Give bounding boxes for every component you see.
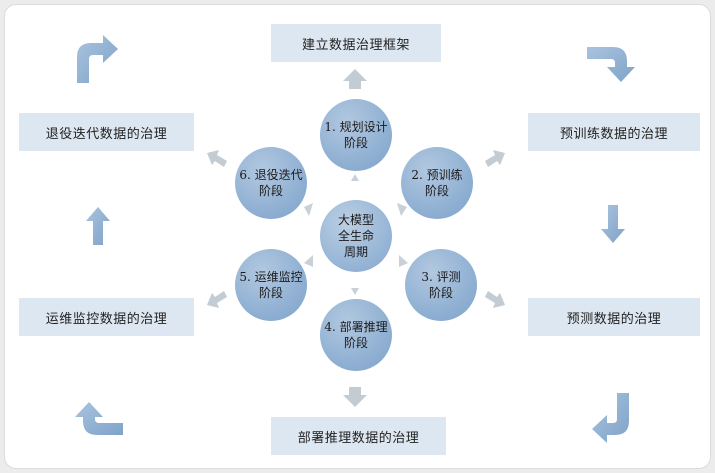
arrow-down-left-icon (207, 291, 227, 308)
arrow-up-right-icon (485, 150, 505, 167)
outcome-box-framework: 建立数据治理框架 (271, 24, 441, 62)
diagram-frame: 建立数据治理框架 预训练数据的治理 预测数据的治理 部署推理数据的治理 运维监控… (4, 4, 711, 469)
curved-arrow-icon (587, 47, 635, 82)
cycle-arrows (75, 35, 635, 443)
stage-circle-evaluation: 3. 评测 阶段 (405, 249, 477, 321)
arrow-down-icon (601, 205, 625, 243)
stage-title: 3. 评测 (421, 269, 461, 284)
outcome-label: 预测数据的治理 (566, 311, 662, 327)
outcome-box-operations: 运维监控数据的治理 (19, 298, 194, 336)
stage-subtitle: 阶段 (428, 286, 453, 300)
outcome-box-pretraining: 预训练数据的治理 (528, 113, 700, 151)
outcome-label: 建立数据治理框架 (301, 37, 410, 53)
outcome-label: 部署推理数据的治理 (297, 430, 420, 446)
curved-arrow-icon (77, 35, 118, 83)
outcome-box-retirement: 退役迭代数据的治理 (19, 113, 194, 151)
stage-title: 2. 预训练 (411, 167, 463, 182)
small-arrow-icon (304, 255, 313, 267)
stage-subtitle: 阶段 (424, 184, 449, 198)
stage-title: 6. 退役迭代 (239, 167, 303, 182)
small-arrow-icon (304, 203, 313, 216)
stage-circle-operations: 5. 运维监控 阶段 (235, 249, 307, 321)
curved-arrow-icon (75, 402, 123, 435)
outcome-label: 预训练数据的治理 (559, 126, 668, 142)
outcome-box-deployment: 部署推理数据的治理 (271, 417, 446, 455)
stage-circle-retirement: 6. 退役迭代 阶段 (235, 147, 307, 219)
stage-subtitle: 阶段 (343, 336, 368, 350)
small-arrow-icon (351, 288, 359, 295)
center-arrows (304, 174, 408, 295)
stage-circle-planning: 1. 规划设计 阶段 (320, 99, 392, 171)
arrow-up-left-icon (207, 150, 227, 167)
arrow-down-icon (343, 387, 367, 407)
stage-title: 5. 运维监控 (239, 269, 303, 284)
small-arrow-icon (351, 174, 359, 181)
outcome-box-prediction: 预测数据的治理 (528, 298, 700, 336)
center-label: 大模型 (337, 212, 374, 227)
stage-circle-pretraining: 2. 预训练 阶段 (401, 147, 473, 219)
stage-subtitle: 阶段 (258, 286, 283, 300)
arrows-layer (75, 35, 635, 443)
stage-circle-deployment: 4. 部署推理 阶段 (320, 299, 392, 371)
outward-arrows (207, 69, 505, 407)
arrow-up-icon (86, 207, 110, 245)
stage-title: 1. 规划设计 (324, 119, 388, 134)
arrow-down-right-icon (485, 291, 505, 308)
stage-subtitle: 阶段 (258, 184, 283, 198)
small-arrow-icon (397, 203, 407, 216)
center-circle-lifecycle: 大模型 全生命 周期 (320, 200, 392, 272)
stage-subtitle: 阶段 (343, 136, 368, 150)
center-label: 全生命 (337, 228, 374, 243)
stage-title: 4. 部署推理 (324, 319, 388, 334)
outcome-label: 运维监控数据的治理 (45, 311, 168, 327)
outcome-label: 退役迭代数据的治理 (45, 126, 168, 142)
small-arrow-icon (399, 255, 408, 267)
curved-arrow-icon (592, 393, 629, 443)
arrow-up-icon (343, 69, 367, 89)
center-label: 周期 (343, 245, 368, 260)
